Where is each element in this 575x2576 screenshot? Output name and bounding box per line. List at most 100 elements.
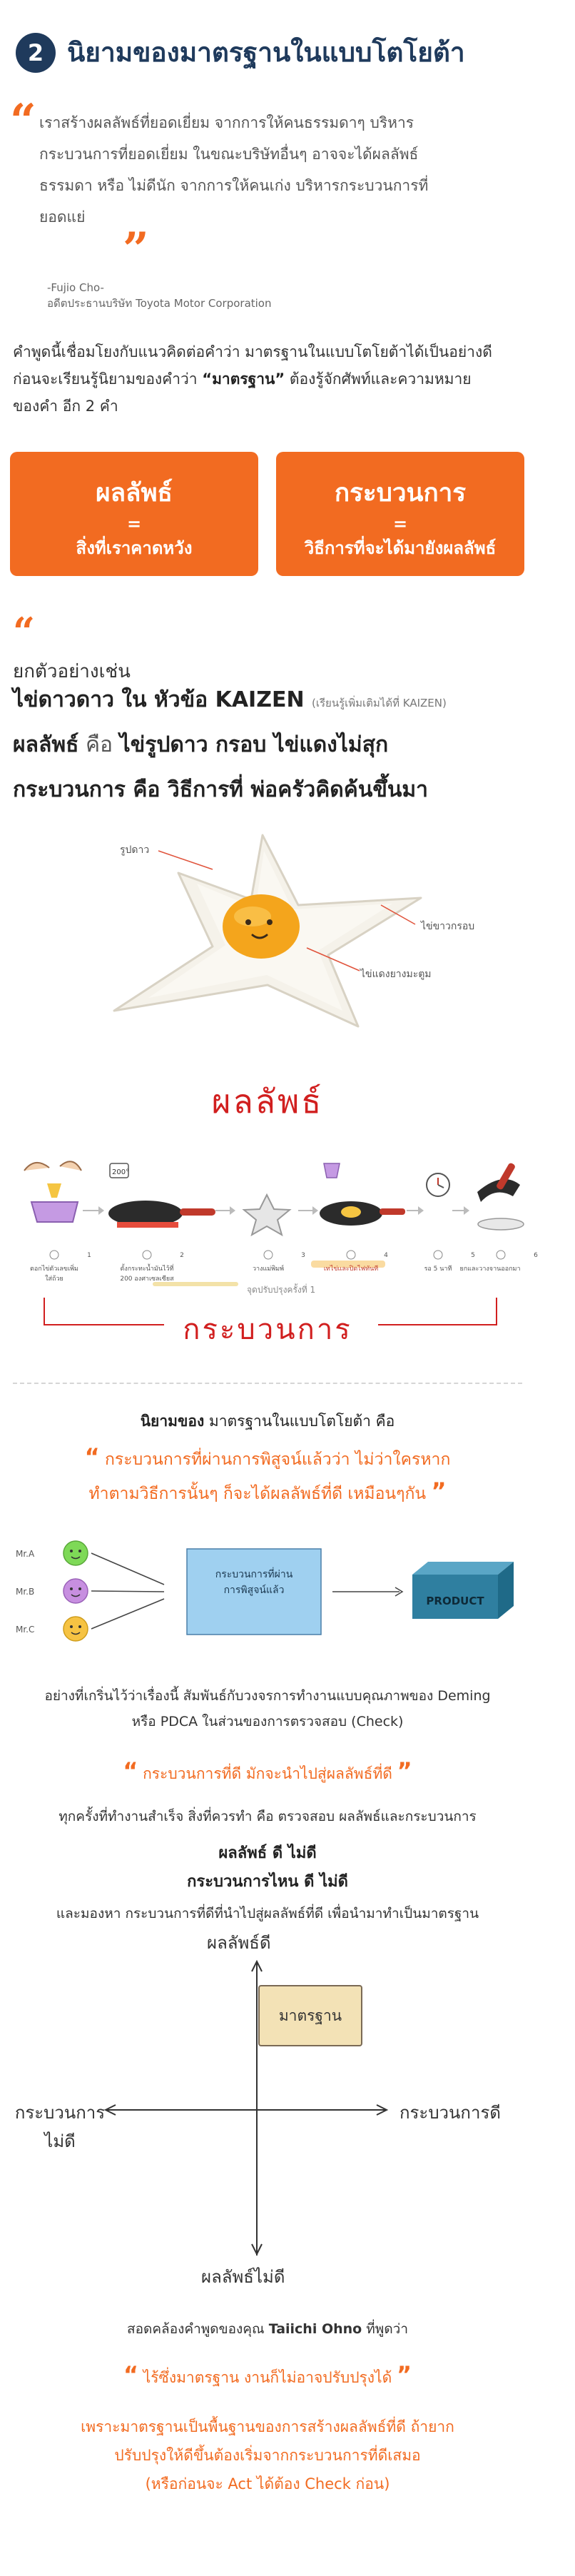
close-quote-icon: ” xyxy=(396,2361,412,2388)
good-process-quote: “ กระบวนการที่ดี มักจะนำไปสู่ผลลัพธ์ที่ด… xyxy=(123,1757,412,1784)
step3-star-mold-icon xyxy=(242,1193,292,1237)
definition-quote-line1: “ กระบวนการที่ผ่านการพิสูจน์แล้วว่า ไม่ว… xyxy=(84,1443,451,1470)
author-title: อดีตประธานบริษัท Toyota Motor Corporatio… xyxy=(47,297,272,310)
step5-timer-icon xyxy=(426,1173,450,1197)
open-quote-icon: “ xyxy=(84,1443,100,1470)
ohno-intro: สอดคล้องคำพูดของคุณ Taiichi Ohno ที่พูดว… xyxy=(127,2321,408,2337)
closing-line: ปรับปรุงให้ดีขึ้นต้องเริ่มจากกระบวนการที… xyxy=(114,2447,421,2464)
process-flow-diagram xyxy=(63,1540,514,1642)
term-box-equals: = xyxy=(392,514,408,534)
open-quote-icon: “ xyxy=(13,609,36,655)
egg-label-crispy-white: ไข่ขาวกรอบ xyxy=(421,921,475,932)
process-improvement-note: จุดปรับปรุงครั้งที่ 1 xyxy=(247,1285,316,1295)
svg-text:200°: 200° xyxy=(112,1168,129,1176)
step4-pour-egg-icon xyxy=(320,1163,405,1226)
deming-line: หรือ PDCA ในส่วนของการตรวจสอบ (Check) xyxy=(131,1714,404,1729)
step-caption: ตอกไข่ตัวเลขเพิ่ม ใส่ถ้วย xyxy=(30,1266,78,1283)
term-box-result: ผลลัพธ์ = สิ่งที่เราคาดหวัง xyxy=(10,452,258,576)
quote-line: เราสร้างผลลัพธ์ที่ยอดเยี่ยม จากการให้คนธ… xyxy=(39,114,414,131)
check-bold-process: กระบวนการไหน ดี ไม่ดี xyxy=(187,1873,348,1891)
step-number: 1 xyxy=(87,1252,91,1259)
term-standard: “มาตรฐาน” xyxy=(202,370,285,388)
step-caption: รอ 5 นาที xyxy=(424,1266,452,1273)
example-topic-note: (เรียนรู้เพิ่มเติมได้ที่ KAIZEN) xyxy=(312,697,447,709)
check-standard-line: และมองหา กระบวนการที่ดีที่นำไปสู่ผลลัพธ์… xyxy=(56,1906,479,1921)
deming-line: อย่างที่เกริ่นไว้ว่าเรื่องนี้ สัมพันธ์กั… xyxy=(44,1688,491,1704)
quote-author: -Fujio Cho- อดีตประธานบริษัท Toyota Moto… xyxy=(47,280,272,311)
person-label: Mr.C xyxy=(16,1625,35,1635)
definition-quote-line2: ทำตามวิธีการนั้นๆ ก็จะได้ผลลัพธ์ที่ดี เห… xyxy=(88,1478,447,1505)
axis-label-bad-result: ผลลัพธ์ไม่ดี xyxy=(201,2267,285,2287)
check-bold-result: ผลลัพธ์ ดี ไม่ดี xyxy=(218,1844,317,1862)
page: 2 นิยามของมาตรฐานในแบบโตโยต้า “ เราสร้าง… xyxy=(0,31,538,2498)
standard-quadrant-box: มาตรฐาน xyxy=(258,1985,362,2046)
example-process: กระบวนการ คือ วิธีการที่ พ่อครัวคิดค้นขึ… xyxy=(13,777,428,802)
term-box-process: กระบวนการ = วิธีการที่จะได้มายังผลลัพธ์ xyxy=(276,452,524,576)
example-topic: ไข่ดาวดาว ใน หัวข้อ KAIZEN (เรียนรู้เพิ่… xyxy=(13,687,447,712)
intro-line: คำพูดนี้เชื่อมโยงกับแนวคิดต่อคำว่า มาตรฐ… xyxy=(13,343,492,360)
open-quote-icon: “ xyxy=(123,1757,138,1784)
quote-line: กระบวนการที่ยอดเยี่ยม ในขณะบริษัทอื่นๆ อ… xyxy=(39,146,419,163)
step1-crack-egg-icon xyxy=(24,1161,82,1223)
definition-heading: นิยามของ มาตรฐานในแบบโตโยต้า คือ xyxy=(140,1413,395,1430)
closing-line: (หรือก่อนจะ Act ได้ต้อง Check ก่อน) xyxy=(145,2475,390,2492)
quote-line: ยอดแย่ xyxy=(39,208,86,226)
step-number: 6 xyxy=(534,1252,538,1259)
intro-line: ของคำ อีก 2 คำ xyxy=(13,398,118,415)
close-quote-icon: ” xyxy=(431,1478,447,1505)
step-number: 4 xyxy=(384,1252,388,1259)
step-number: 2 xyxy=(180,1252,184,1259)
product-box-icon xyxy=(412,1562,514,1619)
proven-process-box xyxy=(186,1548,322,1635)
author-name: -Fujio Cho- xyxy=(47,281,104,294)
face-mr-a-icon xyxy=(63,1540,88,1566)
step-caption: ตั้งกระทะน้ำมันไว้ที่ 200 องศาเซลเซียส xyxy=(120,1266,174,1283)
close-quote-icon: ” xyxy=(123,223,149,276)
term-box-title: กระบวนการ xyxy=(334,479,467,507)
ohno-quote: “ ไร้ซึ่งมาตรฐาน งานก็ไม่อาจปรับปรุงได้ … xyxy=(123,2361,412,2388)
axis-label-bad-process: กระบวนการไม่ดี xyxy=(14,2103,106,2151)
step-caption: วางแม่พิมพ์ xyxy=(252,1266,285,1273)
person-label: Mr.A xyxy=(16,1549,35,1559)
person-label: Mr.B xyxy=(16,1587,35,1597)
open-quote-icon: “ xyxy=(10,94,36,148)
close-quote-icon: ” xyxy=(397,1757,412,1784)
cooking-steps-illustration: 200° xyxy=(24,1161,524,1286)
example-result: ผลลัพธ์ คือ ไข่รูปดาว กรอบ ไข่แดงไม่สุก xyxy=(13,732,389,757)
section-title: นิยามของมาตรฐานในแบบโตโยต้า xyxy=(67,37,465,68)
intro-line: ก่อนจะเรียนรู้นิยามของคำว่า “มาตรฐาน” ต้… xyxy=(13,370,472,388)
process-handwritten-title: กระบวนการ xyxy=(183,1313,352,1346)
quote-fujio-cho: เราสร้างผลลัพธ์ที่ยอดเยี่ยม จากการให้คนธ… xyxy=(39,107,503,233)
section-heading: 2 นิยามของมาตรฐานในแบบโตโยต้า xyxy=(16,31,465,74)
axis-label-good-result: ผลลัพธ์ดี xyxy=(207,1933,271,1953)
product-label: PRODUCT xyxy=(426,1595,484,1607)
term-box-equals: = xyxy=(126,514,142,534)
section-divider xyxy=(13,1383,522,1384)
face-mr-b-icon xyxy=(63,1578,88,1604)
egg-label-star-shape: รูปดาว xyxy=(120,844,150,856)
step-caption-highlight: เทไข่และปิดไฟทันที xyxy=(323,1266,379,1273)
example-intro: ยกตัวอย่างเช่น xyxy=(13,661,131,682)
closing-paragraph: เพราะมาตรฐานเป็นพื้นฐานของการสร้างผลลัพธ… xyxy=(0,2413,535,2498)
intro-paragraph: คำพูดนี้เชื่อมโยงกับแนวคิดต่อคำว่า มาตรฐ… xyxy=(13,338,526,420)
quote-line: ธรรมดา หรือ ไม่ดีนัก จากการให้คนเก่ง บริ… xyxy=(39,177,429,194)
axis-label-good-process: กระบวนการดี xyxy=(400,2103,501,2123)
open-quote-icon: “ xyxy=(123,2361,139,2388)
term-box-title: ผลลัพธ์ xyxy=(96,479,173,507)
result-handwritten-title: ผลลัพธ์ xyxy=(211,1082,324,1121)
term-box-definition: สิ่งที่เราคาดหวัง xyxy=(76,538,193,558)
step-caption: ยกและวางจานออกมา xyxy=(459,1266,521,1273)
step-number: 3 xyxy=(301,1252,305,1259)
step-number: 5 xyxy=(471,1252,475,1259)
process-bracket xyxy=(44,1298,497,1325)
egg-label-runny-yolk: ไข่แดงยางมะตูม xyxy=(360,969,432,980)
ohno-name: Taiichi Ohno xyxy=(268,2321,362,2337)
term-box-definition: วิธีการที่จะได้มายังผลลัพธ์ xyxy=(304,538,497,558)
section-number-badge: 2 xyxy=(16,32,56,73)
closing-line: เพราะมาตรฐานเป็นพื้นฐานของการสร้างผลลัพธ… xyxy=(81,2418,454,2435)
check-line: ทุกครั้งที่ทำงานสำเร็จ สิ่งที่ควรทำ คือ … xyxy=(58,1809,477,1824)
step6-plate-icon xyxy=(477,1163,524,1231)
step2-heat-pan-icon: 200° xyxy=(108,1163,215,1228)
quadrant-matrix xyxy=(103,1959,389,2256)
egg-yolk xyxy=(223,894,300,959)
